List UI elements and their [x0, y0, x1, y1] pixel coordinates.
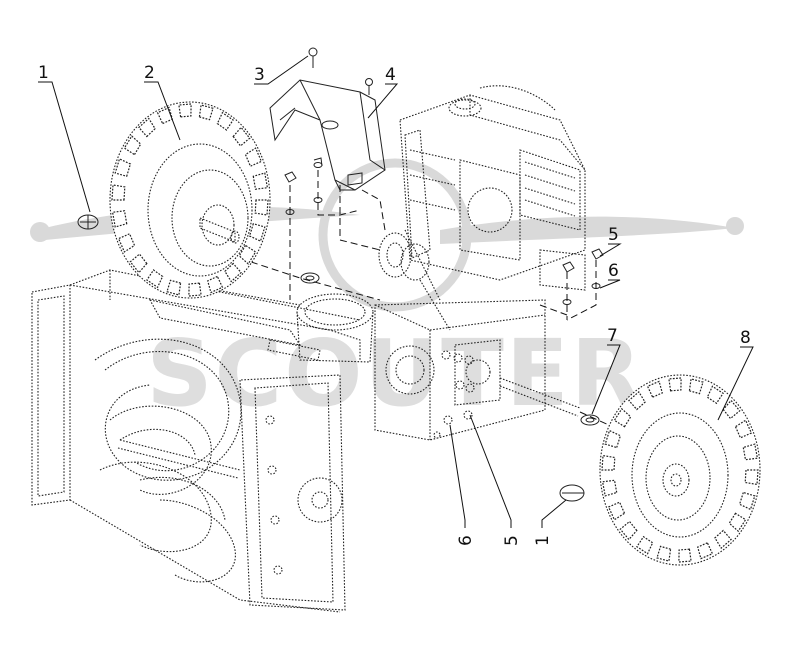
- tire-tread-block: [129, 253, 148, 274]
- tire-tread-block: [117, 233, 136, 253]
- tire-tread-block: [224, 262, 242, 283]
- tire-tread-block: [696, 542, 714, 560]
- tire-tread-block: [656, 545, 672, 562]
- tire-tread-block: [232, 126, 251, 147]
- tire-tread-block: [156, 106, 174, 125]
- callout-5-top: 5: [608, 225, 619, 245]
- left-wheel: [109, 101, 271, 299]
- tire-tread-block: [706, 385, 724, 405]
- watermark-dot-left: [30, 222, 50, 242]
- washer-7: [580, 414, 600, 426]
- callout-6-top: 6: [608, 261, 619, 281]
- tire-tread-block: [607, 501, 626, 521]
- tire-tread-block: [604, 429, 622, 449]
- tire-tread-block: [188, 282, 202, 297]
- tire-tread-block: [714, 529, 732, 550]
- tire-tread-block: [688, 378, 704, 395]
- watermark-dot-right: [726, 217, 744, 235]
- tire-tread-block: [166, 279, 182, 296]
- tire-tread-block: [238, 244, 257, 265]
- tire-tread-block: [646, 380, 664, 398]
- hairpin-clip-left: [77, 214, 99, 230]
- engine: [378, 85, 586, 331]
- tire-tread-block: [111, 210, 128, 228]
- tire-tread-block: [628, 390, 646, 411]
- tire-tread-block: [728, 512, 747, 533]
- tire-tread-block: [678, 548, 692, 563]
- frame-gearbox: [374, 299, 581, 441]
- watermark-ring: [318, 158, 472, 312]
- hairpin-clip-right: [559, 484, 585, 502]
- callout-1-bottom: 1: [533, 535, 553, 546]
- tire-tread-block: [254, 199, 269, 216]
- tire-tread-block: [613, 407, 632, 428]
- callout-6-bottom: 6: [456, 535, 476, 546]
- callout-3: 3: [254, 65, 265, 85]
- tire-tread-block: [198, 104, 214, 121]
- tire-tread-block: [123, 135, 142, 156]
- tire-tread-block: [114, 158, 132, 178]
- bolt-3: [308, 47, 318, 57]
- tire-tread-block: [244, 147, 263, 167]
- tire-tread-block: [744, 469, 759, 486]
- tire-tread-block: [601, 454, 616, 471]
- auger-housing: [31, 269, 374, 613]
- tire-tread-block: [248, 222, 266, 242]
- right-wheel: [599, 374, 761, 566]
- callout-7: 7: [607, 326, 618, 346]
- callouts: 1 2 3 4 5 6 7 8 6 5 1: [38, 55, 754, 546]
- tire-tread-block: [111, 184, 126, 201]
- tire-tread-block: [668, 377, 682, 392]
- tire-tread-block: [216, 111, 234, 131]
- tire-tread-block: [636, 535, 654, 555]
- tire-tread-block: [252, 172, 269, 190]
- callout-4: 4: [385, 65, 396, 85]
- tire-tread-block: [178, 103, 192, 118]
- callout-5-bottom: 5: [502, 535, 522, 546]
- tire-tread-block: [742, 443, 759, 461]
- tire-tread-block: [206, 275, 224, 294]
- tire-tread-block: [722, 399, 741, 420]
- tire-tread-block: [734, 419, 753, 439]
- tire-tread-block: [619, 520, 638, 541]
- belt-cover: [269, 79, 386, 191]
- watermark-swoosh-right: [440, 216, 735, 244]
- callout-1-left: 1: [38, 63, 49, 83]
- tire-tread-block: [138, 117, 156, 138]
- callout-2: 2: [144, 63, 155, 83]
- watermark-text: SCOUTER: [146, 320, 643, 427]
- tire-tread-block: [601, 479, 618, 497]
- tire-tread-block: [146, 269, 164, 289]
- tire-tread-block: [738, 491, 756, 511]
- callout-8: 8: [740, 328, 751, 348]
